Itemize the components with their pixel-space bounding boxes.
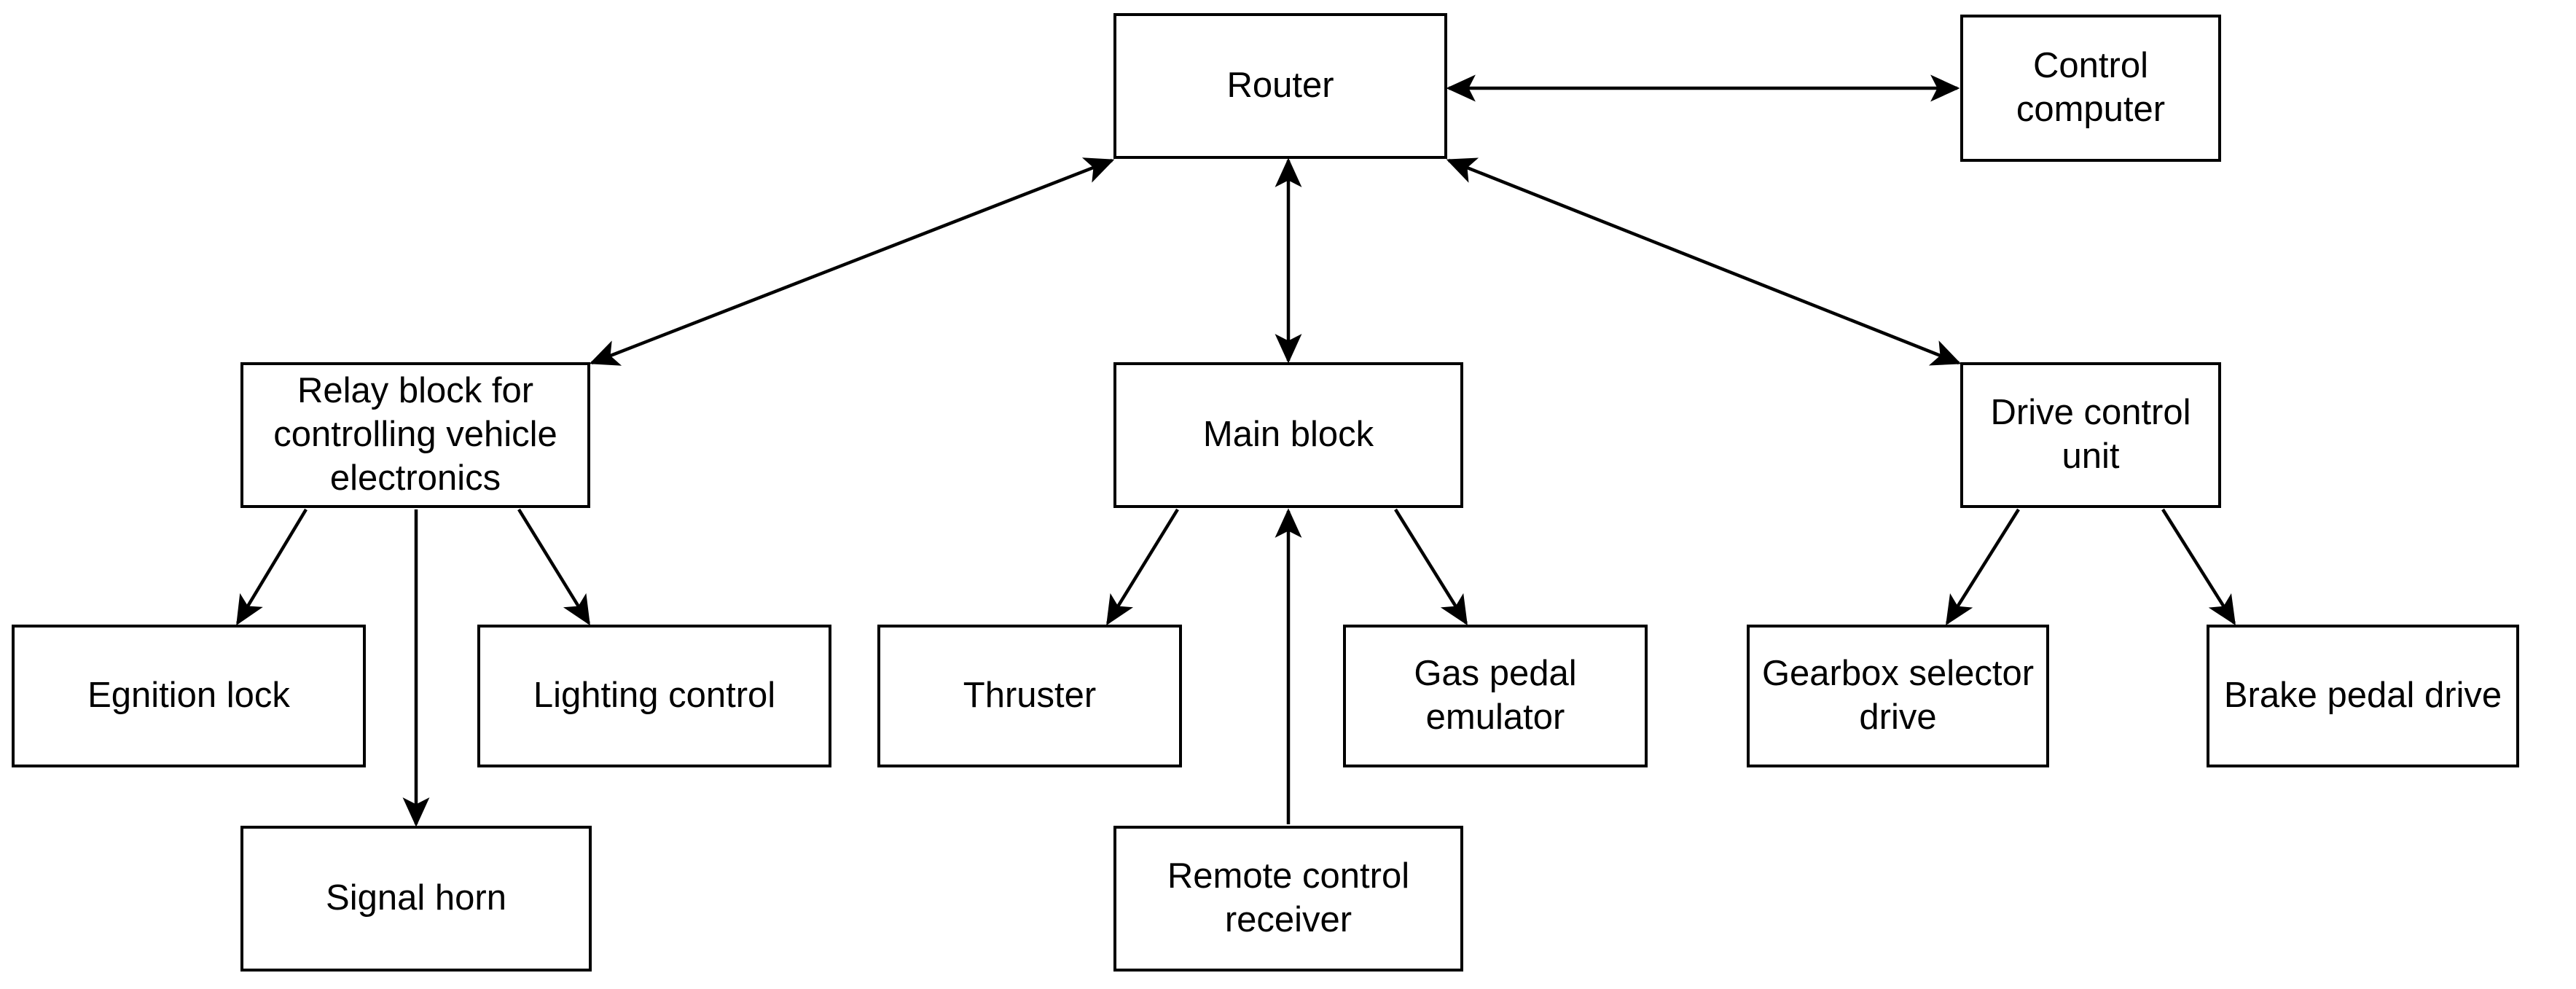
node-label-gearbox_selector: Gearbox selector drive [1761,654,2035,737]
node-brake_pedal_drive[interactable]: Brake pedal drive [2207,625,2519,767]
node-signal_horn[interactable]: Signal horn [240,826,592,972]
node-gearbox_selector[interactable]: Gearbox selector drive [1747,625,2049,767]
node-drive_control_unit[interactable]: Drive control unit [1960,362,2221,508]
edge-relay-egnition_lock [236,508,308,626]
node-label-main_block: Main block [1202,415,1374,455]
node-router[interactable]: Router [1113,13,1447,159]
node-control_computer[interactable]: Control computer [1960,15,2221,162]
node-gas_pedal_emulator[interactable]: Gas pedal emulator [1343,625,1648,767]
edge-drive-brake_pedal [2161,508,2236,626]
edge-main-thruster [1106,508,1179,626]
edge-drive-gearbox [1946,508,2020,626]
node-lighting_control[interactable]: Lighting control [477,625,831,767]
node-label-signal_horn: Signal horn [326,878,506,918]
node-label-remote_receiver: Remote control receiver [1167,856,1410,939]
node-label-gas_pedal_emulator: Gas pedal emulator [1414,654,1577,737]
edge-router-drive_control [1446,157,1962,366]
node-remote_receiver[interactable]: Remote control receiver [1113,826,1463,972]
node-label-brake_pedal_drive: Brake pedal drive [2223,676,2502,716]
node-label-control_computer: Control computer [2016,46,2166,129]
node-main_block[interactable]: Main block [1113,362,1463,508]
node-egnition_lock[interactable]: Egnition lock [12,625,366,767]
node-label-relay_block: Relay block for controlling vehicle elec… [273,371,557,498]
node-thruster[interactable]: Thruster [877,625,1182,767]
edge-main-gas_pedal [1394,508,1468,626]
edge-router-relay_block [589,157,1115,366]
node-label-drive_control_unit: Drive control unit [1990,393,2191,476]
node-label-thruster: Thruster [963,676,1097,716]
edge-relay-lighting_control [517,508,590,626]
node-label-router: Router [1226,66,1334,106]
node-label-egnition_lock: Egnition lock [87,676,290,716]
node-label-lighting_control: Lighting control [533,676,776,716]
node-relay_block[interactable]: Relay block for controlling vehicle elec… [240,362,590,508]
